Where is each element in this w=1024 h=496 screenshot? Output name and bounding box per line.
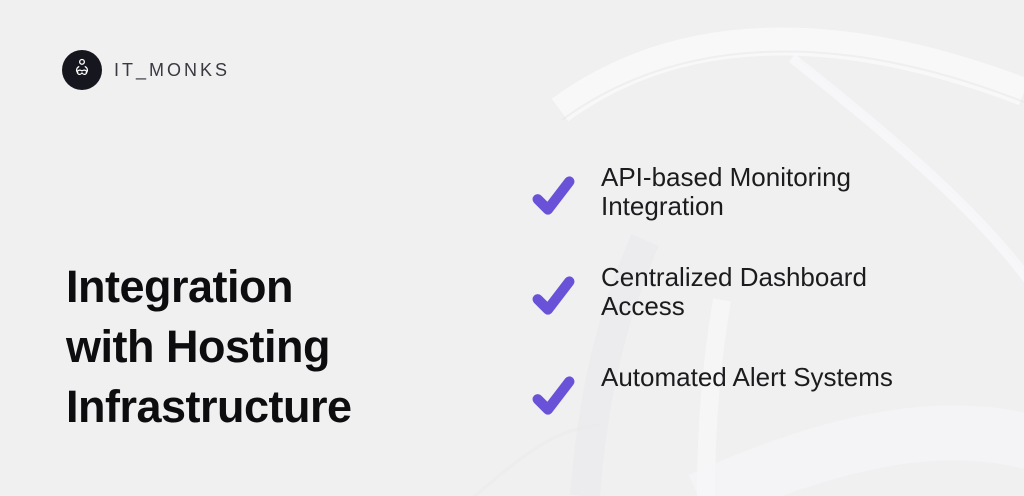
feature-label: Centralized Dashboard Access bbox=[601, 262, 867, 321]
checkmark-icon bbox=[531, 275, 576, 321]
brand-name: IT_MONKS bbox=[114, 59, 231, 80]
meditating-monk-icon bbox=[69, 55, 95, 86]
headline-line-2: with Hosting bbox=[66, 321, 330, 372]
logo-circle bbox=[62, 50, 102, 90]
logo: IT_MONKS bbox=[62, 50, 230, 90]
list-item: API-based Monitoring Integration bbox=[531, 163, 901, 221]
feature-label: API-based Monitoring Integration bbox=[601, 162, 852, 221]
list-item: Centralized Dashboard Access bbox=[531, 263, 901, 321]
feature-list: API-based Monitoring Integration Central… bbox=[531, 163, 901, 421]
headline-line-1: Integration bbox=[66, 261, 293, 312]
page-title: Integration with Hosting Infrastructure bbox=[66, 257, 352, 437]
checkmark-icon bbox=[531, 175, 576, 221]
list-item: Automated Alert Systems bbox=[531, 363, 901, 421]
checkmark-icon bbox=[531, 375, 576, 421]
headline-line-3: Infrastructure bbox=[66, 381, 352, 432]
feature-label: Automated Alert Systems bbox=[601, 362, 893, 392]
